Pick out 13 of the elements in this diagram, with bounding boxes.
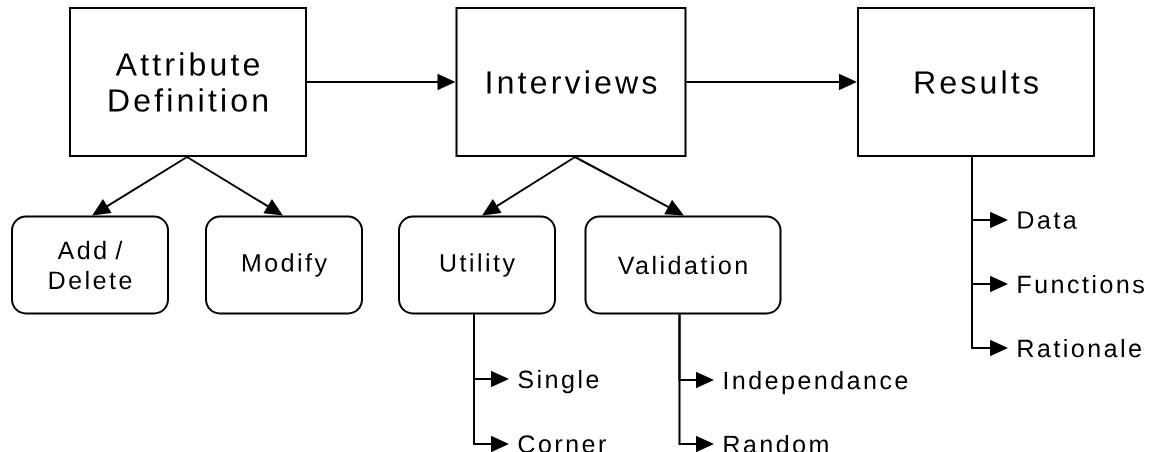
process-box: Results bbox=[857, 7, 1095, 157]
rounded-box: Validation bbox=[584, 215, 782, 315]
rounded-box: Add / Delete bbox=[11, 215, 169, 315]
rounded-box: Utility bbox=[398, 215, 556, 315]
item-label: Independance bbox=[724, 370, 908, 395]
item-label: Data bbox=[1018, 211, 1077, 229]
process-box: Attribute Definition bbox=[69, 7, 307, 157]
rounded-box: Modify bbox=[205, 215, 363, 315]
item-label: Rationale bbox=[1018, 338, 1141, 358]
process-box: Interviews bbox=[455, 7, 687, 157]
item-label: Single bbox=[518, 369, 599, 394]
item-label: Corner bbox=[518, 435, 606, 452]
item-label: Functions bbox=[1018, 274, 1144, 294]
